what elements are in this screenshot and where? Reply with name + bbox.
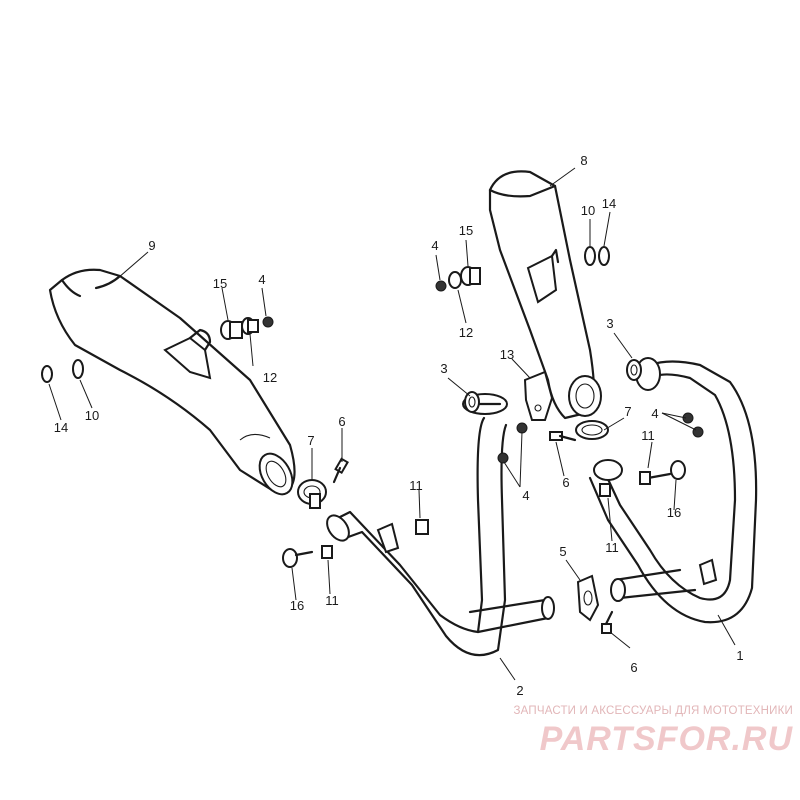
callout-4-d: 4 (651, 406, 658, 421)
site-watermark: ЗАПЧАСТИ И АКСЕССУАРЫ ДЛЯ МОТОТЕХНИКИ PA… (488, 705, 793, 765)
clamp-left (297, 479, 327, 509)
spacer-12-left (241, 317, 259, 335)
callout-15-right: 15 (459, 223, 473, 238)
bolt-16-right (639, 460, 686, 485)
watermark-logo: PARTSFOR.RU (539, 720, 793, 758)
callout-7-a: 7 (307, 433, 314, 448)
callout-16-right: 16 (667, 505, 681, 520)
washer-right-14 (598, 246, 610, 266)
nut-11-a (321, 545, 333, 559)
callout-16-left: 16 (290, 598, 304, 613)
callouts: 1 2 3 3 4 4 4 4 5 6 6 6 7 7 8 9 10 10 11… (54, 153, 744, 698)
hardware (41, 246, 704, 634)
callout-10-left: 10 (85, 408, 99, 423)
callout-1: 1 (736, 648, 743, 663)
bracket (523, 370, 554, 421)
callout-11-b: 11 (641, 428, 655, 443)
washer-left-10 (72, 359, 84, 379)
washer-left-14 (41, 365, 53, 383)
bolt-16-left (282, 548, 314, 568)
nut-4-c (497, 422, 528, 464)
nut-11-c (599, 483, 611, 497)
watermark-tagline: ЗАПЧАСТИ И АКСЕССУАРЫ ДЛЯ МОТОТЕХНИКИ (513, 705, 793, 717)
callout-15-left: 15 (213, 276, 227, 291)
callout-4-b: 4 (431, 238, 438, 253)
callout-4-c: 4 (522, 488, 529, 503)
callout-4-a: 4 (258, 272, 265, 287)
callout-3-left: 3 (440, 361, 447, 376)
clamp-right (575, 420, 623, 481)
callout-6-a: 6 (338, 414, 345, 429)
callout-9: 9 (148, 238, 155, 253)
header-pipe-left (326, 393, 555, 657)
washer-right-10 (584, 246, 596, 266)
clamp-5 (576, 574, 600, 622)
callout-13: 13 (500, 347, 514, 362)
callout-14-left: 14 (54, 420, 68, 435)
callout-5: 5 (559, 544, 566, 559)
spacer-15-right (460, 266, 481, 286)
callout-8: 8 (580, 153, 587, 168)
callout-12-left: 12 (263, 370, 277, 385)
gasket-left (464, 391, 480, 413)
header-pipe-right (588, 357, 758, 624)
leader-lines (48, 167, 736, 681)
callout-11-d: 11 (605, 540, 619, 555)
spacer-15-left (220, 320, 243, 340)
callout-6-c: 6 (630, 660, 637, 675)
callout-12-right: 12 (459, 325, 473, 340)
callout-14-right: 14 (602, 196, 616, 211)
callout-10-right: 10 (581, 203, 595, 218)
bolt-6-mid (549, 431, 577, 442)
callout-11-a: 11 (409, 478, 423, 493)
bolt-6-left (332, 457, 349, 484)
gasket-right (626, 359, 642, 381)
callout-3-right: 3 (606, 316, 613, 331)
bolt-6-bottom (601, 610, 614, 634)
callout-7-b: 7 (624, 404, 631, 419)
callout-6-b: 6 (562, 475, 569, 490)
callout-11-c: 11 (325, 593, 339, 608)
nut-4-b (435, 280, 447, 292)
nut-11-b (415, 519, 429, 535)
callout-2: 2 (516, 683, 523, 698)
spacer-12-right (448, 271, 462, 289)
muffler-left (48, 268, 296, 496)
nut-4-a (262, 316, 274, 328)
